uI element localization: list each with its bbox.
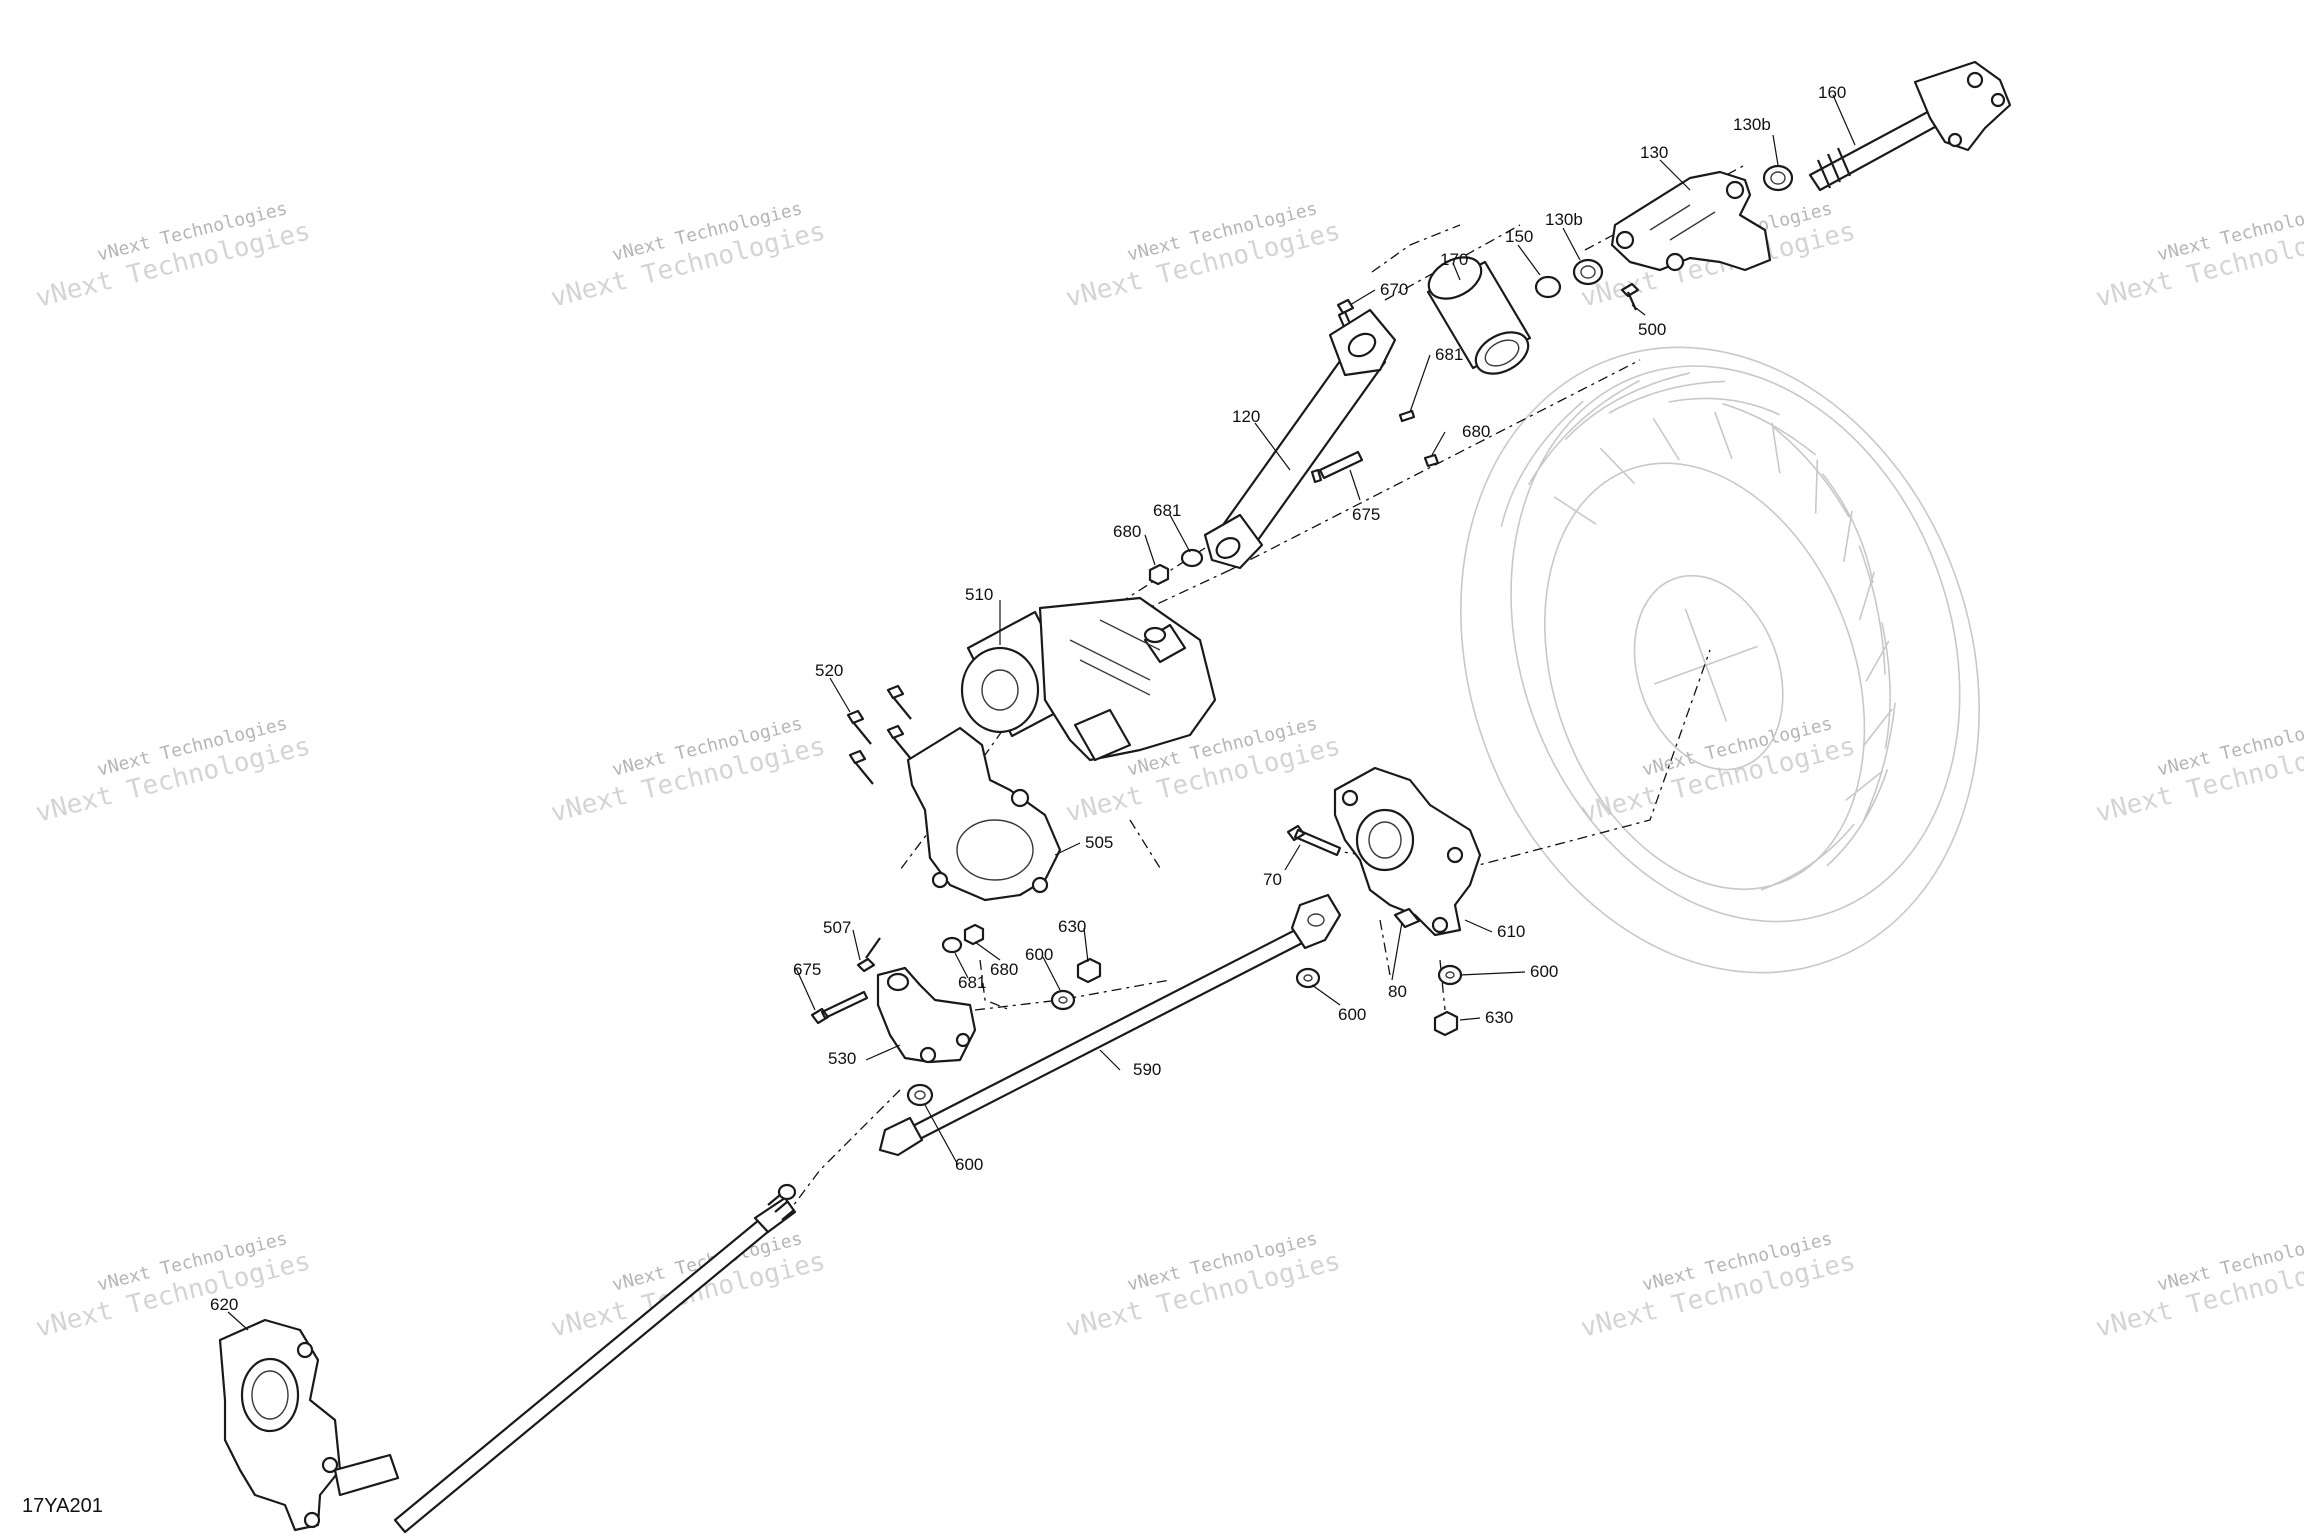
part-620-knuckle-left [218,1318,400,1532]
part-160-steering-shaft [1808,60,2012,192]
callout-130b-upper: 130b [1733,115,1771,134]
callout-170: 170 [1440,250,1468,269]
part-505-mounting-bracket [906,726,1062,902]
callout-630-mid: 630 [1058,917,1086,936]
callout-675-upper: 675 [1352,505,1380,524]
part-130b-bushing-lower [1572,258,1604,286]
part-507-bolt [856,937,881,973]
part-130-steering-bracket [1610,170,1772,272]
part-520-bolts [846,684,912,785]
part-680-nut-left [1148,563,1170,586]
part-680-nut-upper [1423,453,1440,468]
callout-507: 507 [823,918,851,937]
part-510-eps-motor [960,596,1217,762]
part-590-tie-rod [878,893,1342,1157]
part-681-washer-mid [941,936,963,954]
part-600-washer-lower [906,1083,934,1107]
callout-680-upper: 680 [1462,422,1490,441]
part-610-knuckle-right [1333,766,1482,937]
part-70-bolt [1286,824,1342,857]
callout-630-right: 630 [1485,1008,1513,1027]
part-680-nut-mid [963,923,985,946]
callout-680-mid: 680 [990,960,1018,979]
callout-520: 520 [815,661,843,680]
callout-600-right: 600 [1530,962,1558,981]
part-681-pin-upper [1398,409,1416,423]
part-681-washer-left [1180,548,1204,568]
callout-510: 510 [965,585,993,604]
callout-530: 530 [828,1049,856,1068]
part-600-washer-right-b [1437,964,1463,986]
part-120-intermediate-shaft [1203,308,1397,570]
callout-120: 120 [1232,407,1260,426]
callout-600-lower: 600 [955,1155,983,1174]
part-600-washer-right-a [1295,967,1321,989]
callout-590: 590 [1133,1060,1161,1079]
part-150-ring [1534,275,1562,299]
part-tie-rod-left [393,1183,797,1534]
callout-681-mid: 681 [958,973,986,992]
callout-70: 70 [1263,870,1282,889]
callout-620: 620 [210,1295,238,1314]
callout-675-lower: 675 [793,960,821,979]
callout-160: 160 [1818,83,1846,102]
part-675-bolt-upper [1310,450,1364,484]
callout-labels: 160 130b 130 130b 150 170 500 670 681 68… [210,83,1846,1314]
callout-130: 130 [1640,143,1668,162]
callout-670: 670 [1380,280,1408,299]
callout-80: 80 [1388,982,1407,1001]
part-630-nut-right [1433,1010,1459,1037]
callout-600-mid: 600 [1025,945,1053,964]
part-130b-bushing-upper [1762,164,1794,192]
callout-680-left: 680 [1113,522,1141,541]
part-675-bolt-lower [810,990,869,1025]
part-600-washer-mid [1050,989,1076,1011]
callout-681-upper: 681 [1435,345,1463,364]
part-170-boot [1426,256,1532,375]
part-630-nut-mid [1076,957,1102,984]
callout-500: 500 [1638,320,1666,339]
callout-505: 505 [1085,833,1113,852]
wheel-tire-ghost [1460,346,1980,974]
callout-leaders [227,94,1856,1331]
callout-681-left: 681 [1153,501,1181,520]
callout-150: 150 [1505,227,1533,246]
callout-610: 610 [1497,922,1525,941]
callout-130b-lower: 130b [1545,210,1583,229]
callout-600-right-lower: 600 [1338,1005,1366,1024]
drawing-code: 17YA201 [22,1495,103,1517]
part-530-lower-bracket [876,966,977,1064]
